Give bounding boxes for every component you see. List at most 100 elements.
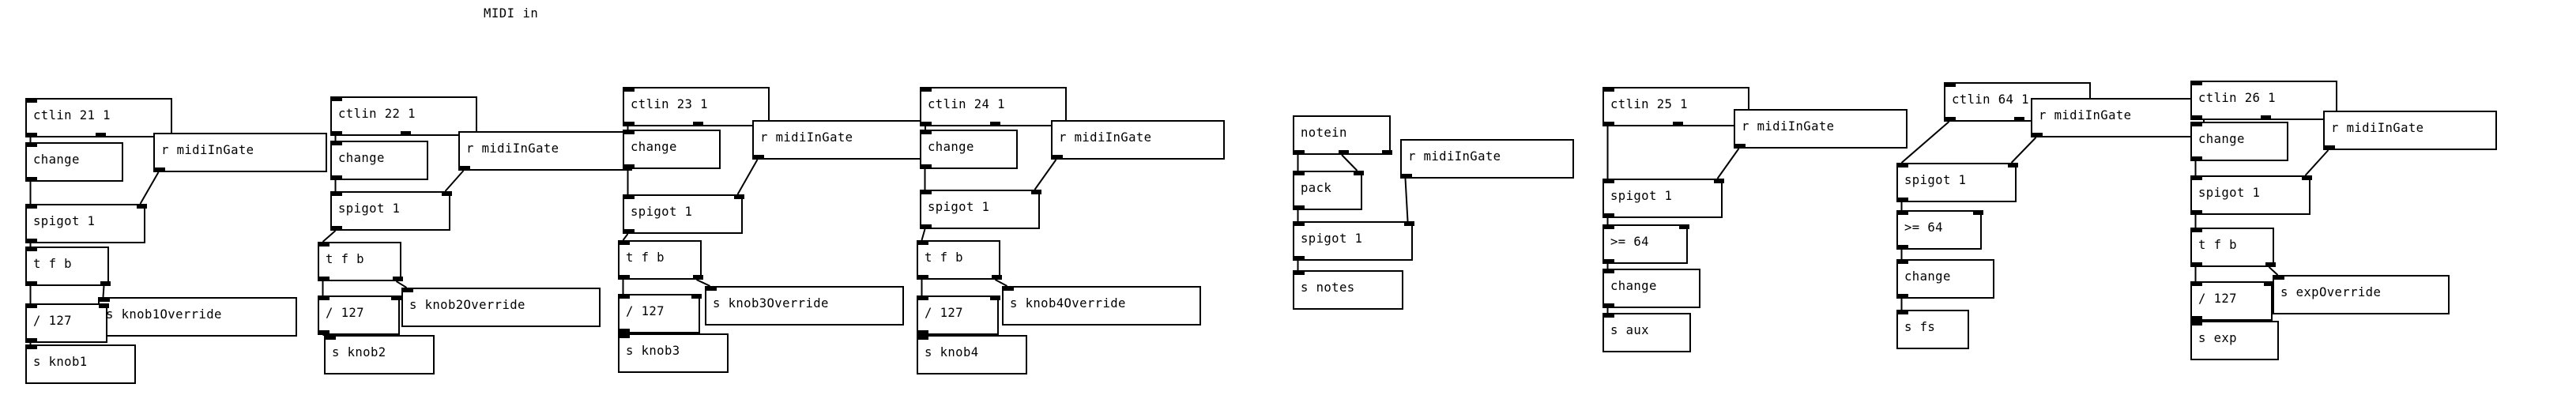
pd-inlet-0[interactable] [2274,274,2284,280]
pd-inlet-1[interactable] [442,190,452,196]
pd-outlet-0[interactable] [624,229,635,235]
pd-object-t-f-b[interactable]: t f b [618,239,703,280]
pd-inlet-0[interactable] [2192,320,2202,326]
pd-inlet-1[interactable] [691,293,702,299]
pd-inlet-1[interactable] [391,295,401,300]
pd-outlet-0[interactable] [921,164,932,170]
pd-object-s-aux[interactable]: s aux [1602,312,1691,352]
pd-inlet-1[interactable] [1031,189,1041,194]
pd-object-r-midiingate[interactable]: r midiInGate [2323,111,2497,151]
pd-object-r-midiingate[interactable]: r midiInGate [752,120,926,160]
pd-object-t-f-b[interactable]: t f b [917,239,1002,280]
pd-object-notein[interactable]: notein [1293,115,1392,156]
pd-inlet-0[interactable] [2192,227,2202,232]
pd-inlet-0[interactable] [918,334,928,340]
pd-inlet-0[interactable] [27,303,37,308]
pd-inlet-0[interactable] [1604,312,1614,318]
pd-outlet-0[interactable] [754,155,764,160]
pd-outlet-0[interactable] [1898,294,1908,299]
pd-outlet-1[interactable] [1338,150,1349,156]
pd-inlet-1[interactable] [1404,220,1414,226]
pd-outlet-0[interactable] [2192,115,2202,121]
pd-outlet-1[interactable] [100,281,111,287]
pd-object-127[interactable]: / 127 [917,295,1000,336]
pd-outlet-0[interactable] [624,122,635,127]
pd-object-ctlin-26-1[interactable]: ctlin 26 1 [2190,80,2339,121]
pd-inlet-0[interactable] [319,295,330,300]
pd-inlet-0[interactable] [27,246,37,251]
pd-inlet-0[interactable] [921,189,932,194]
pd-object-127[interactable]: / 127 [25,303,109,344]
pd-object-s-knob2[interactable]: s knob2 [324,334,435,374]
pd-inlet-0[interactable] [1898,309,1908,314]
pd-outlet-1[interactable] [2013,117,2024,122]
pd-inlet-1[interactable] [1714,178,1724,183]
pd-outlet-1[interactable] [2260,115,2271,121]
pd-inlet-0[interactable] [624,129,635,134]
pd-outlet-1[interactable] [992,275,1002,280]
pd-outlet-0[interactable] [2032,133,2043,138]
pd-outlet-1[interactable] [989,122,1000,127]
pd-object-r-midiingate[interactable]: r midiInGate [153,133,327,173]
pd-inlet-1[interactable] [137,203,147,209]
patch-cord[interactable] [696,279,710,287]
pd-object-change[interactable]: change [623,129,721,170]
pd-inlet-0[interactable] [1898,209,1908,215]
pd-object-s-knob4override[interactable]: s knob4Override [1002,285,1201,326]
pd-outlet-0[interactable] [1294,256,1305,262]
pd-outlet-1[interactable] [1672,122,1683,127]
pd-inlet-0[interactable] [620,239,630,245]
pd-inlet-0[interactable] [624,194,635,199]
pd-outlet-0[interactable] [918,330,928,336]
pd-outlet-0[interactable] [1604,122,1614,127]
pd-object-s-knob1override[interactable]: s knob1Override [98,296,297,337]
pd-object-ctlin-24-1[interactable]: ctlin 24 1 [920,86,1068,127]
pd-outlet-0[interactable] [1898,198,1908,203]
pd-object-127[interactable]: / 127 [2190,280,2274,322]
pd-inlet-0[interactable] [100,296,110,302]
pd-inlet-0[interactable] [921,86,932,92]
pd-outlet-0[interactable] [1945,117,1956,122]
pd-object-r-midiingate[interactable]: r midiInGate [1400,139,1574,179]
pd-inlet-0[interactable] [2192,175,2202,180]
pd-outlet-0[interactable] [1604,213,1614,219]
pd-outlet-0[interactable] [921,122,932,127]
pd-object-spigot-1[interactable]: spigot 1 [330,190,452,231]
pd-inlet-1[interactable] [990,295,1000,300]
pd-outlet-0[interactable] [27,281,37,287]
pd-object-r-midiingate[interactable]: r midiInGate [458,131,632,171]
pd-outlet-0[interactable] [319,330,330,336]
pd-inlet-0[interactable] [332,140,342,145]
pd-outlet-0[interactable] [27,133,37,138]
pd-inlet-0[interactable] [1294,220,1305,226]
pd-object-change[interactable]: change [2190,121,2288,162]
patch-cord[interactable] [1404,178,1409,222]
pd-inlet-0[interactable] [1898,258,1908,264]
pd-object-s-expoverride[interactable]: s expOverride [2273,274,2450,314]
pd-inlet-1[interactable] [2264,280,2274,286]
pd-object-s-notes[interactable]: s notes [1293,269,1403,310]
pd-object-s-knob4[interactable]: s knob4 [917,334,1027,374]
patch-cord[interactable] [2304,149,2329,176]
pd-object-s-knob2override[interactable]: s knob2Override [401,287,601,327]
pd-inlet-0[interactable] [1604,178,1614,183]
pd-outlet-1[interactable] [693,275,703,280]
pd-object-spigot-1[interactable]: spigot 1 [25,203,147,244]
pd-inlet-1[interactable] [1973,209,1983,215]
pd-inlet-0[interactable] [2192,121,2202,126]
pd-outlet-0[interactable] [918,275,928,280]
pd-object-change[interactable]: change [330,140,428,181]
pd-inlet-1[interactable] [1354,170,1364,175]
patch-cord[interactable] [622,233,629,241]
pd-inlet-0[interactable] [1294,170,1305,175]
pd-object-ctlin-22-1[interactable]: ctlin 22 1 [330,96,479,137]
pd-outlet-0[interactable] [2192,316,2202,322]
pd-object-t-f-b[interactable]: t f b [25,246,111,287]
pd-inlet-0[interactable] [27,97,37,103]
pd-inlet-1[interactable] [1679,224,1689,229]
pd-outlet-0[interactable] [1053,155,1063,160]
pd-outlet-0[interactable] [332,131,342,137]
pd-inlet-0[interactable] [1604,224,1614,229]
pd-outlet-0[interactable] [921,224,932,230]
pd-outlet-0[interactable] [27,239,37,244]
